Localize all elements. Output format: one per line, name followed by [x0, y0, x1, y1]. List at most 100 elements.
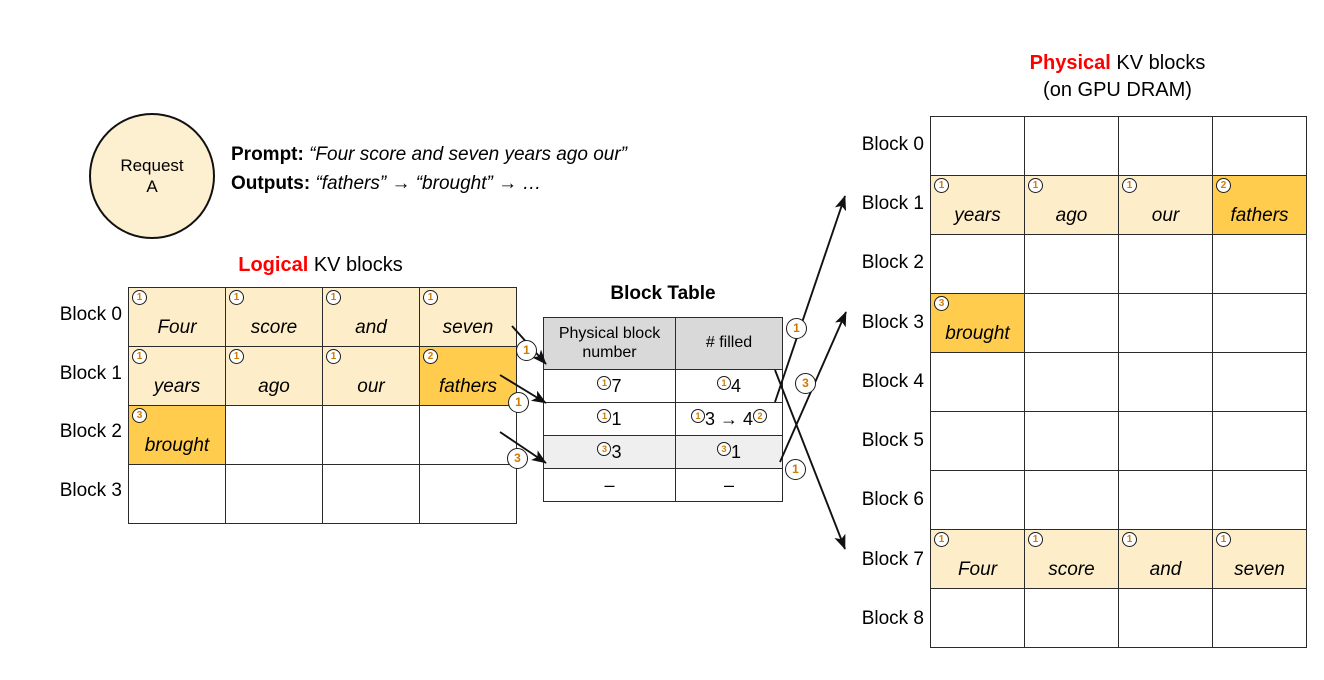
step-marker: 2: [1216, 178, 1231, 193]
kv-cell[interactable]: [225, 464, 323, 524]
kv-cell[interactable]: [1212, 116, 1307, 176]
kv-cell[interactable]: [1118, 293, 1213, 353]
block-table-cell-physical[interactable]: –: [543, 468, 676, 502]
kv-cell[interactable]: [1024, 352, 1119, 412]
kv-cell[interactable]: [322, 464, 420, 524]
kv-cell[interactable]: [1118, 411, 1213, 471]
kv-row: [128, 464, 517, 524]
kv-cell[interactable]: [1024, 234, 1119, 294]
kv-token: Four: [957, 559, 998, 580]
kv-cell[interactable]: [419, 405, 517, 465]
kv-cell[interactable]: [128, 464, 226, 524]
block-table-title: Block Table: [610, 283, 716, 304]
kv-cell[interactable]: [1024, 411, 1119, 471]
kv-cell[interactable]: [1212, 234, 1307, 294]
kv-cell[interactable]: 2 fathers: [1212, 175, 1307, 235]
cell-value: 1: [730, 441, 741, 462]
kv-cell[interactable]: [419, 464, 517, 524]
kv-token: and: [1149, 559, 1182, 580]
kv-cell[interactable]: [1024, 588, 1119, 648]
kv-cell[interactable]: [1118, 588, 1213, 648]
kv-cell[interactable]: [1024, 116, 1119, 176]
kv-cell[interactable]: [1118, 116, 1213, 176]
kv-cell[interactable]: [930, 116, 1025, 176]
kv-row: [930, 352, 1307, 412]
kv-token: fathers: [438, 376, 498, 397]
arrow-step-label: 1: [785, 459, 806, 480]
kv-cell[interactable]: [1212, 411, 1307, 471]
kv-cell[interactable]: [1212, 588, 1307, 648]
kv-cell[interactable]: [1212, 293, 1307, 353]
step-marker-secondary: 2: [753, 408, 768, 423]
kv-cell[interactable]: [930, 234, 1025, 294]
kv-token: fathers: [1230, 205, 1289, 226]
row-label: Block 7: [861, 548, 924, 570]
kv-cell[interactable]: [1024, 470, 1119, 530]
step-marker: 2: [423, 349, 438, 364]
kv-cell[interactable]: [1118, 234, 1213, 294]
kv-cell[interactable]: [930, 411, 1025, 471]
arrow-step-label: 1: [508, 392, 529, 413]
kv-cell[interactable]: [1118, 352, 1213, 412]
kv-token: seven: [1234, 559, 1285, 580]
cell-value: 3: [611, 441, 622, 462]
row-label: Block 0: [59, 304, 122, 326]
step-marker: 1: [690, 408, 705, 423]
step-marker: 1: [934, 532, 949, 547]
step-marker: 1: [1216, 532, 1231, 547]
kv-cell[interactable]: [1118, 470, 1213, 530]
step-marker: 1: [934, 178, 949, 193]
step-marker: 1: [597, 375, 612, 390]
kv-cell[interactable]: [930, 470, 1025, 530]
kv-cell[interactable]: 1 years: [930, 175, 1025, 235]
row-label: Block 1: [59, 362, 122, 384]
block-table-header-row: Physical block number # filled: [543, 317, 783, 370]
step-marker: 3: [132, 408, 147, 423]
kv-cell[interactable]: [225, 405, 323, 465]
physical-title-accent: Physical: [1029, 52, 1111, 74]
step-marker: 1: [423, 290, 438, 305]
kv-cell[interactable]: [930, 588, 1025, 648]
block-table-row[interactable]: ––: [543, 468, 783, 502]
kv-cell[interactable]: [1024, 293, 1119, 353]
kv-cell[interactable]: [930, 352, 1025, 412]
arrow-step-label: 3: [507, 448, 528, 469]
block-table-cell-filled[interactable]: –: [675, 468, 783, 502]
kv-cell[interactable]: [1212, 352, 1307, 412]
logical-kv-title: Logical KV blocks: [148, 254, 493, 277]
prompt-outputs-block: Prompt: “Four score and seven years ago …: [231, 141, 751, 198]
kv-token: years: [954, 205, 1001, 226]
kv-token: ago: [1055, 205, 1088, 226]
kv-cell[interactable]: [322, 405, 420, 465]
kv-cell[interactable]: [1212, 470, 1307, 530]
